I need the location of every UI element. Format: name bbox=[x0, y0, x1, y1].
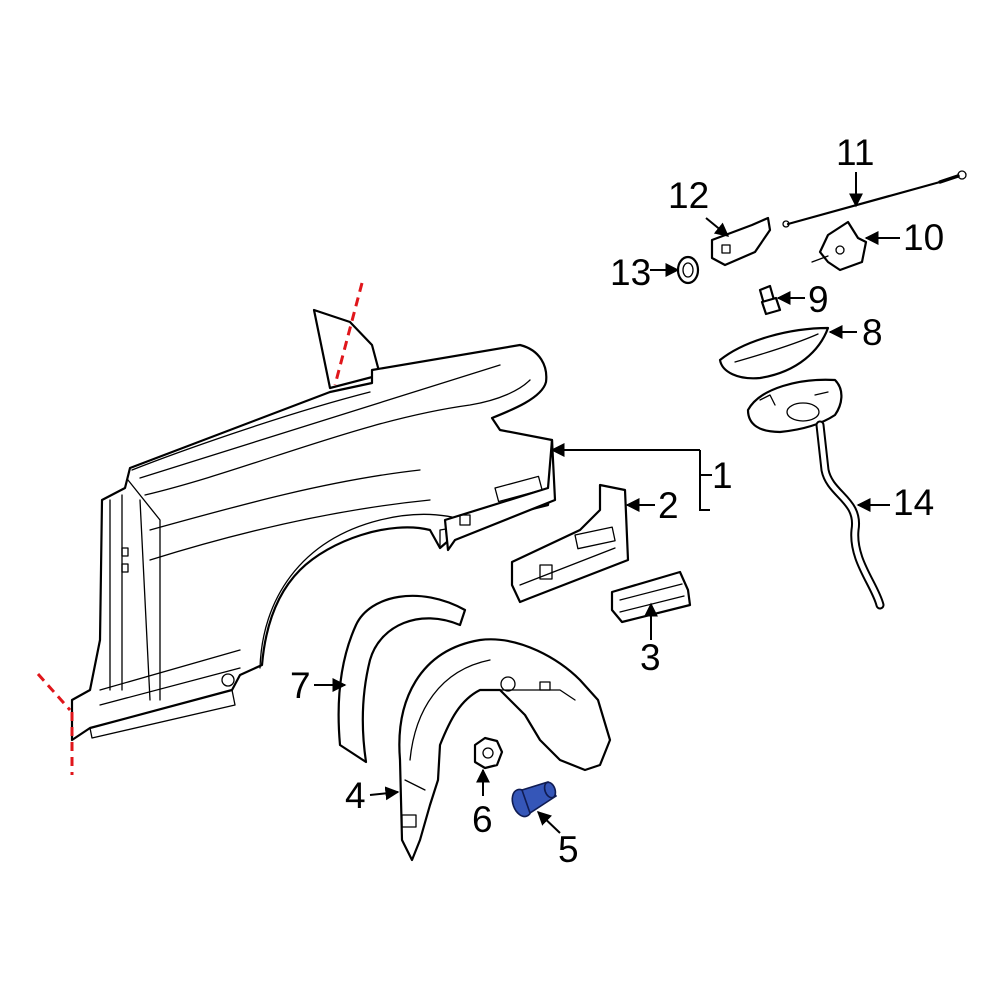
part-4-wheelhouse-liner bbox=[398, 638, 612, 862]
part-8-fuel-door bbox=[718, 326, 830, 380]
part-9-actuator-pin bbox=[758, 284, 782, 316]
fuel-pocket-housing bbox=[746, 378, 843, 434]
callout-labels: 1 2 3 4 5 6 7 8 9 10 11 12 13 14 bbox=[290, 132, 944, 870]
quarter-panel bbox=[70, 308, 554, 742]
callout-12: 12 bbox=[668, 175, 709, 216]
leader-lines bbox=[314, 172, 900, 834]
callout-5: 5 bbox=[558, 829, 579, 870]
part-5-push-clip bbox=[511, 781, 558, 818]
cut-line-rocker bbox=[36, 673, 72, 711]
part-11-release-cable bbox=[782, 170, 967, 228]
part-12-bracket bbox=[710, 216, 772, 267]
callout-4: 4 bbox=[345, 775, 366, 816]
callout-8: 8 bbox=[862, 312, 883, 353]
cut-line-roof bbox=[333, 282, 364, 386]
callout-1: 1 bbox=[712, 455, 733, 496]
part-1-reinforcement bbox=[443, 438, 557, 552]
callout-7: 7 bbox=[290, 665, 311, 706]
callout-3: 3 bbox=[640, 637, 661, 678]
callout-6: 6 bbox=[472, 799, 493, 840]
callout-13: 13 bbox=[610, 252, 651, 293]
part-10-lock-actuator bbox=[811, 220, 868, 272]
part-6-nut bbox=[473, 736, 504, 770]
callout-10: 10 bbox=[903, 217, 944, 258]
callout-2: 2 bbox=[658, 485, 679, 526]
part-2-bracket bbox=[510, 483, 630, 604]
part-7-liner-strip bbox=[337, 594, 467, 764]
part-13-grommet bbox=[676, 255, 700, 285]
part-14-drain-hose bbox=[815, 420, 885, 610]
callout-11: 11 bbox=[836, 132, 874, 173]
callout-14: 14 bbox=[893, 482, 934, 523]
callout-9: 9 bbox=[808, 279, 829, 320]
